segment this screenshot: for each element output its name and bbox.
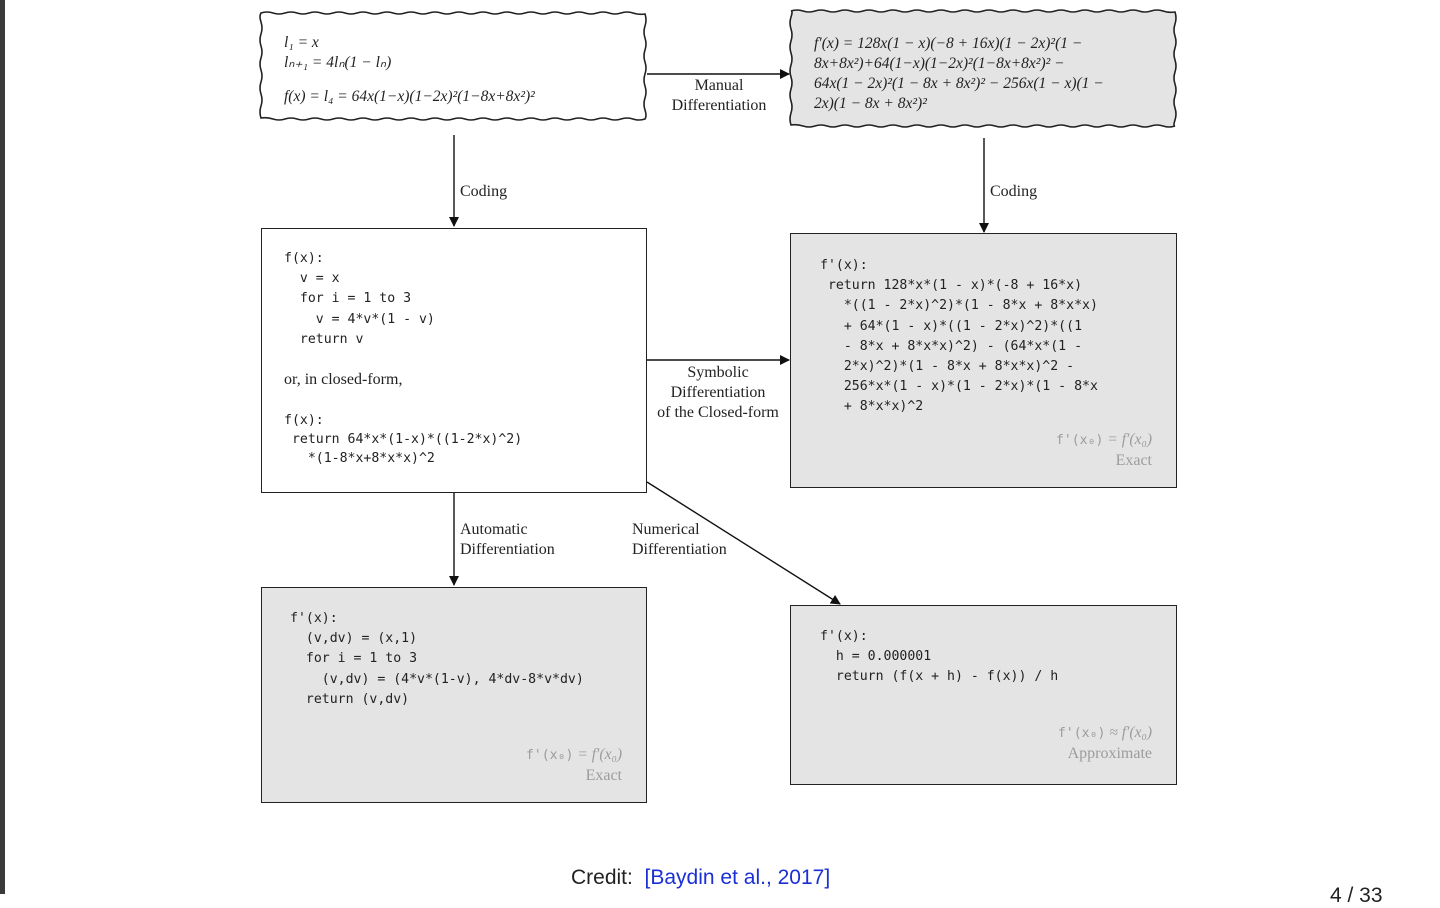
- manual-derivative-line-2: 8x+8x²)+64(1−x)(1−2x)²(1−8x+8x²)² −: [814, 55, 1065, 72]
- credit-line: Credit: [Baydin et al., 2017]: [571, 866, 830, 890]
- numerical-differentiation-label: Numerical Differentiation: [632, 520, 727, 560]
- code-box: f(x): v = x for i = 1 to 3 v = 4*v*(1 - …: [261, 228, 647, 493]
- numerical-approximation-note: f'(x₀) ≈ f′(x₀) Approximate: [1058, 723, 1152, 764]
- autodiff-note-math: = f′(x₀): [573, 746, 622, 763]
- symbolic-label-line-3: of the Closed-form: [657, 404, 779, 421]
- closed-form-caption: or, in closed-form,: [284, 371, 403, 388]
- manual-derivative-line-4: 2x)(1 − 8x + 8x²)²: [814, 95, 927, 112]
- numerical-label-line-2: Differentiation: [632, 541, 727, 558]
- numerical-note-code: f'(x₀): [1057, 726, 1106, 741]
- autodiff-exactness-note: f'(x₀) = f′(x₀) Exact: [526, 745, 622, 786]
- numerical-label-line-1: Numerical: [632, 521, 700, 538]
- coding-label-left: Coding: [460, 183, 508, 200]
- symbolic-label-line-2: Differentiation: [670, 384, 766, 401]
- autodiff-note-label: Exact: [585, 767, 622, 785]
- symbolic-exactness-note: f'(x₀) = f′(x₀) Exact: [1056, 430, 1152, 471]
- symbolic-derivative-code: f'(x): return 128*x*(1 - x)*(-8 + 16*x) …: [820, 258, 1098, 415]
- autodiff-result-box: f'(x): (v,dv) = (x,1) for i = 1 to 3 (v,…: [261, 587, 647, 803]
- symbolic-differentiation-label: Symbolic Differentiation of the Closed-f…: [647, 363, 789, 423]
- recurrence-box: l₁ = x lₙ₊₁ = 4lₙ(1 − lₙ) f(x) = l₄ = 64…: [284, 33, 535, 107]
- symbolic-note-code: f'(x₀): [1055, 433, 1104, 448]
- manual-label-line-2: Differentiation: [671, 97, 767, 114]
- auto-label-line-1: Automatic: [460, 521, 528, 538]
- manual-differentiation-label: Manual Differentiation: [660, 76, 778, 116]
- symbolic-note-label: Exact: [1115, 452, 1152, 470]
- symbolic-label-line-1: Symbolic: [687, 364, 749, 381]
- page-number: 4 / 33: [1330, 884, 1383, 907]
- closed-form-code: f(x): return 64*x*(1-x)*((1-2*x)^2) *(1-…: [284, 413, 523, 466]
- autodiff-note-code: f'(x₀): [525, 748, 574, 763]
- autodiff-code: f'(x): (v,dv) = (x,1) for i = 1 to 3 (v,…: [290, 611, 584, 707]
- citation-link[interactable]: [Baydin et al., 2017]: [644, 866, 831, 889]
- coding-label-right: Coding: [990, 183, 1038, 200]
- manual-derivative-line-1: f′(x) = 128x(1 − x)(−8 + 16x)(1 − 2x)²(1…: [814, 35, 1083, 52]
- symbolic-result-box: f'(x): return 128*x*(1 - x)*(-8 + 16*x) …: [790, 233, 1177, 488]
- credit-prefix: Credit:: [571, 866, 633, 889]
- recurrence-box-border: [259, 11, 647, 121]
- manual-result-box: f′(x) = 128x(1 − x)(−8 + 16x)(1 − 2x)²(1…: [814, 34, 1104, 114]
- recurrence-closed-form: f(x) = l₄ = 64x(1−x)(1−2x)²(1−8x+8x²)²: [284, 88, 535, 105]
- numerical-result-box: f'(x): h = 0.000001 return (f(x + h) - f…: [790, 605, 1177, 785]
- automatic-differentiation-label: Automatic Differentiation: [460, 520, 555, 560]
- manual-label-line-1: Manual: [694, 77, 744, 94]
- arrow-numerical-differentiation: [646, 481, 841, 605]
- recurrence-base: l₁ = x: [284, 34, 319, 51]
- left-edge-bar: [0, 0, 5, 894]
- manual-derivative-line-3: 64x(1 − 2x)²(1 − 8x + 8x²)² − 256x(1 − x…: [814, 75, 1104, 92]
- manual-result-box-border: [789, 9, 1177, 128]
- numerical-note-math: ≈ f′(x₀): [1105, 724, 1152, 741]
- numerical-note-label: Approximate: [1067, 745, 1152, 763]
- symbolic-note-math: = f′(x₀): [1103, 431, 1152, 448]
- auto-label-line-2: Differentiation: [460, 541, 555, 558]
- recurrence-step: lₙ₊₁ = 4lₙ(1 − lₙ): [284, 54, 392, 71]
- iterative-code: f(x): v = x for i = 1 to 3 v = 4*v*(1 - …: [284, 251, 435, 347]
- numerical-code: f'(x): h = 0.000001 return (f(x + h) - f…: [820, 629, 1059, 685]
